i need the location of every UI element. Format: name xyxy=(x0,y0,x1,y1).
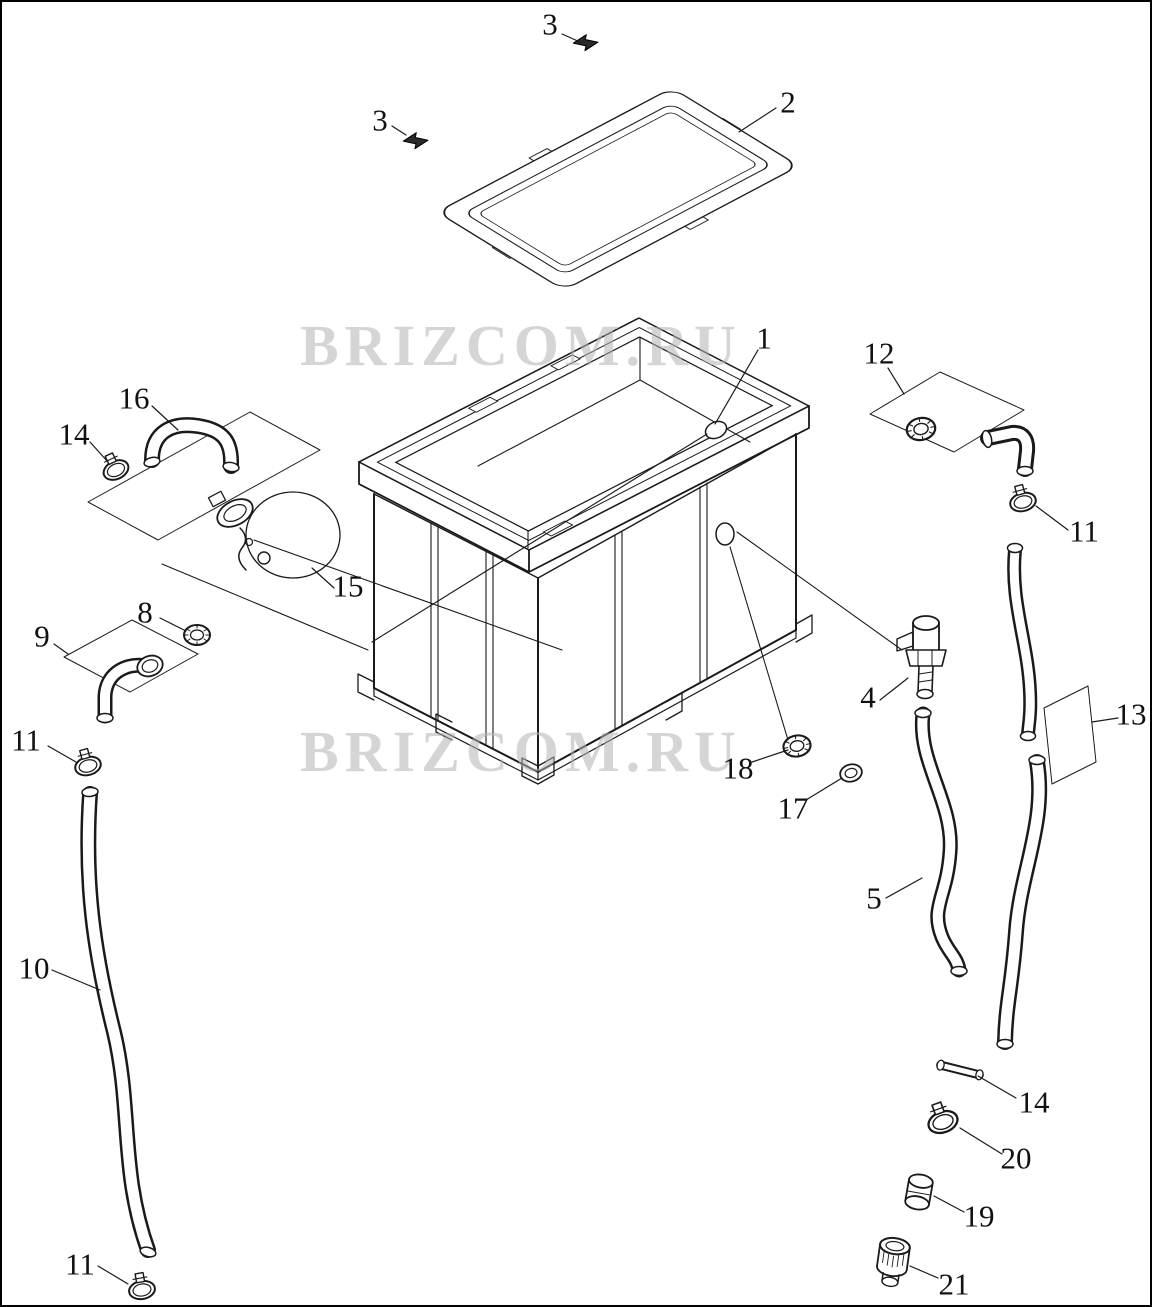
callout-3-0: 3 xyxy=(542,6,558,42)
cover-part-2 xyxy=(443,91,793,287)
callout-14-18: 14 xyxy=(1018,1084,1050,1120)
connector-part-19 xyxy=(904,1173,934,1211)
valve-part-15 xyxy=(207,490,341,579)
callout-5-16: 5 xyxy=(866,880,882,916)
elbow-fitting-part-4 xyxy=(896,615,947,700)
callout-12-4: 12 xyxy=(863,335,895,371)
callout-9-10: 9 xyxy=(34,618,50,654)
callout-16-5: 16 xyxy=(118,380,150,416)
oring-part-17 xyxy=(839,763,863,783)
rim-slot xyxy=(550,354,581,371)
rim-slot xyxy=(467,396,499,413)
callout-11-21: 11 xyxy=(65,1246,95,1282)
callout-17-15: 17 xyxy=(777,790,809,826)
fitting-group-part-12 xyxy=(869,371,1036,477)
elbow-part-9 xyxy=(63,619,199,724)
callout-2-1: 2 xyxy=(780,84,796,120)
callout-3-2: 3 xyxy=(372,102,388,138)
callout-8-9: 8 xyxy=(137,594,153,630)
callout-10-17: 10 xyxy=(18,950,50,986)
hose-part-13 xyxy=(996,685,1097,1050)
hose-part-10 xyxy=(80,786,157,1258)
hose-upper-right xyxy=(1006,542,1038,742)
hose-part-5 xyxy=(914,706,968,978)
fitting-part-14-right xyxy=(936,1059,984,1081)
leader-lines xyxy=(47,33,1119,1285)
side-hole xyxy=(715,522,735,546)
callout-1-3: 1 xyxy=(756,320,772,356)
fitting-part-21 xyxy=(876,1236,911,1288)
callout-18-14: 18 xyxy=(722,750,754,786)
rim-slot xyxy=(542,520,574,537)
callout-19-20: 19 xyxy=(963,1198,995,1234)
callout-13-12: 13 xyxy=(1115,696,1147,732)
callout-4-11: 4 xyxy=(860,679,876,715)
callout-15-8: 15 xyxy=(332,568,364,604)
tube-part-16 xyxy=(87,411,321,541)
callout-14-6: 14 xyxy=(58,416,90,452)
callout-11-13: 11 xyxy=(11,722,41,758)
callout-21-22: 21 xyxy=(938,1266,970,1302)
callout-11-7: 11 xyxy=(1069,513,1099,549)
detail-circle xyxy=(245,491,341,579)
callout-20-19: 20 xyxy=(1000,1140,1032,1176)
tank-part-1 xyxy=(357,317,813,785)
